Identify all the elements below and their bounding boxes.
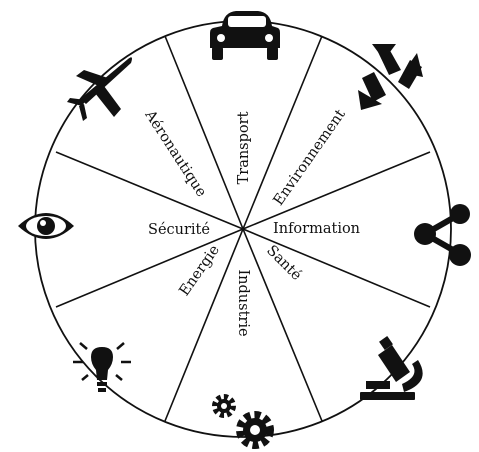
segment-labels: Transport Environnement Information Sant… <box>141 107 360 337</box>
label-information: Information <box>273 221 360 237</box>
eye-icon <box>18 213 74 239</box>
airplane-icon <box>67 57 132 121</box>
gears-icon <box>212 394 274 449</box>
label-transport: Transport <box>236 111 252 184</box>
recycle-icon <box>358 44 423 110</box>
label-energie: Energie <box>177 242 223 299</box>
car-icon <box>210 11 280 60</box>
spoke <box>242 228 323 422</box>
spoke <box>164 35 244 230</box>
label-securite: Sécurité <box>148 222 210 238</box>
microscope-icon <box>360 336 423 400</box>
spoke <box>242 228 431 308</box>
spoke <box>242 151 431 230</box>
spoke <box>164 228 244 422</box>
lightbulb-icon <box>73 342 131 392</box>
label-environnement: Environnement <box>271 107 349 209</box>
spoke <box>55 151 244 230</box>
label-industrie: Industrie <box>235 269 251 336</box>
label-sante: Santé <box>263 243 304 284</box>
wheel-spokes <box>55 35 431 422</box>
spoke <box>242 35 323 230</box>
spoke <box>55 228 244 308</box>
share-icon <box>414 204 471 266</box>
